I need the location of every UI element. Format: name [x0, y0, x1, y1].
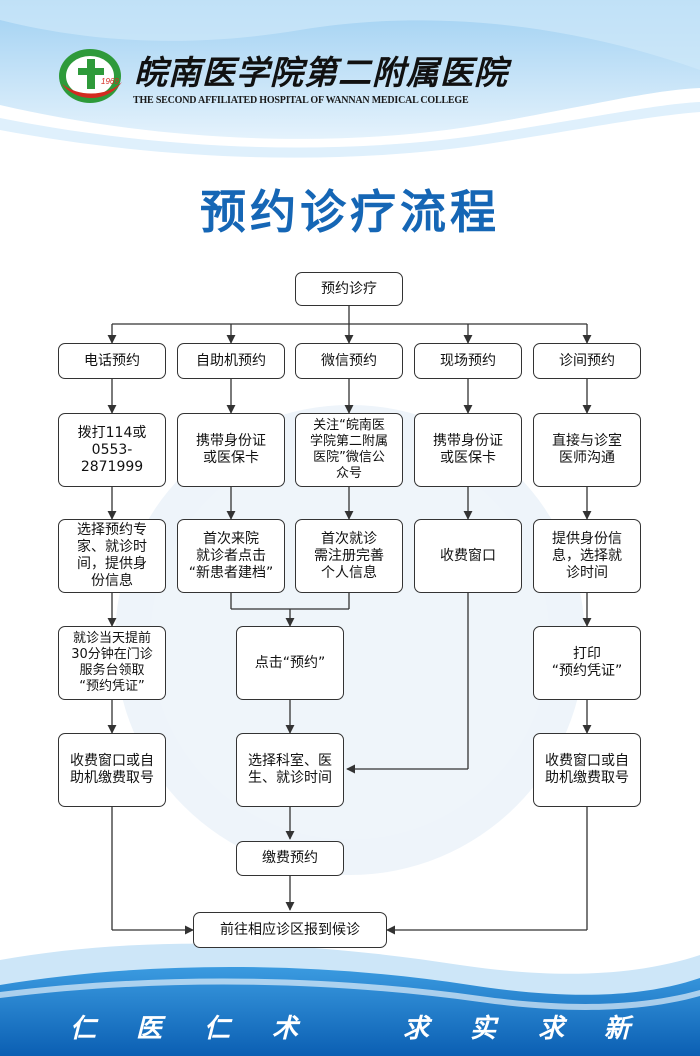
node-phone: 电话预约 [58, 343, 166, 379]
motto-char: 仁 [70, 1014, 99, 1044]
node-root: 预约诊疗 [295, 272, 403, 306]
node-wechat-step2: 首次就诊 需注册完善 个人信息 [295, 519, 403, 593]
node-wechat-step1: 关注“皖南医 学院第二附属 医院”微信公 众号 [295, 413, 403, 487]
node-final: 前往相应诊区报到候诊 [193, 912, 387, 948]
node-kiosk: 自助机预约 [177, 343, 285, 379]
hospital-logo: 1969 [59, 49, 122, 103]
motto-char: 实 [470, 1014, 499, 1044]
node-choose: 选择科室、医 生、就诊时间 [236, 733, 344, 807]
node-onsite-step2: 收费窗口 [414, 519, 522, 593]
page-title: 预约诊疗流程 [200, 185, 500, 239]
node-clinic-step3: 打印 “预约凭证” [533, 626, 641, 700]
node-kiosk-step1: 携带身份证 或医保卡 [177, 413, 285, 487]
node-clinic-step4: 收费窗口或自 助机缴费取号 [533, 733, 641, 807]
node-wechat: 微信预约 [295, 343, 403, 379]
motto-char: 术 [272, 1014, 301, 1044]
motto-char: 求 [538, 1014, 567, 1044]
motto-char: 求 [403, 1014, 432, 1044]
motto-char: 新 [604, 1014, 633, 1044]
hospital-name-en: THE SECOND AFFILIATED HOSPITAL OF WANNAN… [133, 95, 469, 106]
node-phone-step2: 选择预约专 家、就诊时 间，提供身 份信息 [58, 519, 166, 593]
hospital-name: 皖南医学院第二附属医院 [134, 53, 508, 92]
node-phone-step3: 就诊当天提前 30分钟在门诊 服务台领取 “预约凭证” [58, 626, 166, 700]
node-onsite: 现场预约 [414, 343, 522, 379]
node-phone-step1: 拨打114或 0553-2871999 [58, 413, 166, 487]
node-clinic: 诊间预约 [533, 343, 641, 379]
node-pay: 缴费预约 [236, 841, 344, 876]
node-clinic-step1: 直接与诊室 医师沟通 [533, 413, 641, 487]
node-click-book: 点击“预约” [236, 626, 344, 700]
node-phone-step4: 收费窗口或自 助机缴费取号 [58, 733, 166, 807]
motto-char: 医 [136, 1014, 165, 1044]
node-kiosk-step2: 首次来院 就诊者点击 “新患者建档” [177, 519, 285, 593]
logo-year: 1969 [101, 77, 119, 86]
node-clinic-step2: 提供身份信 息，选择就 诊时间 [533, 519, 641, 593]
node-onsite-step1: 携带身份证 或医保卡 [414, 413, 522, 487]
motto-char: 仁 [204, 1014, 233, 1044]
